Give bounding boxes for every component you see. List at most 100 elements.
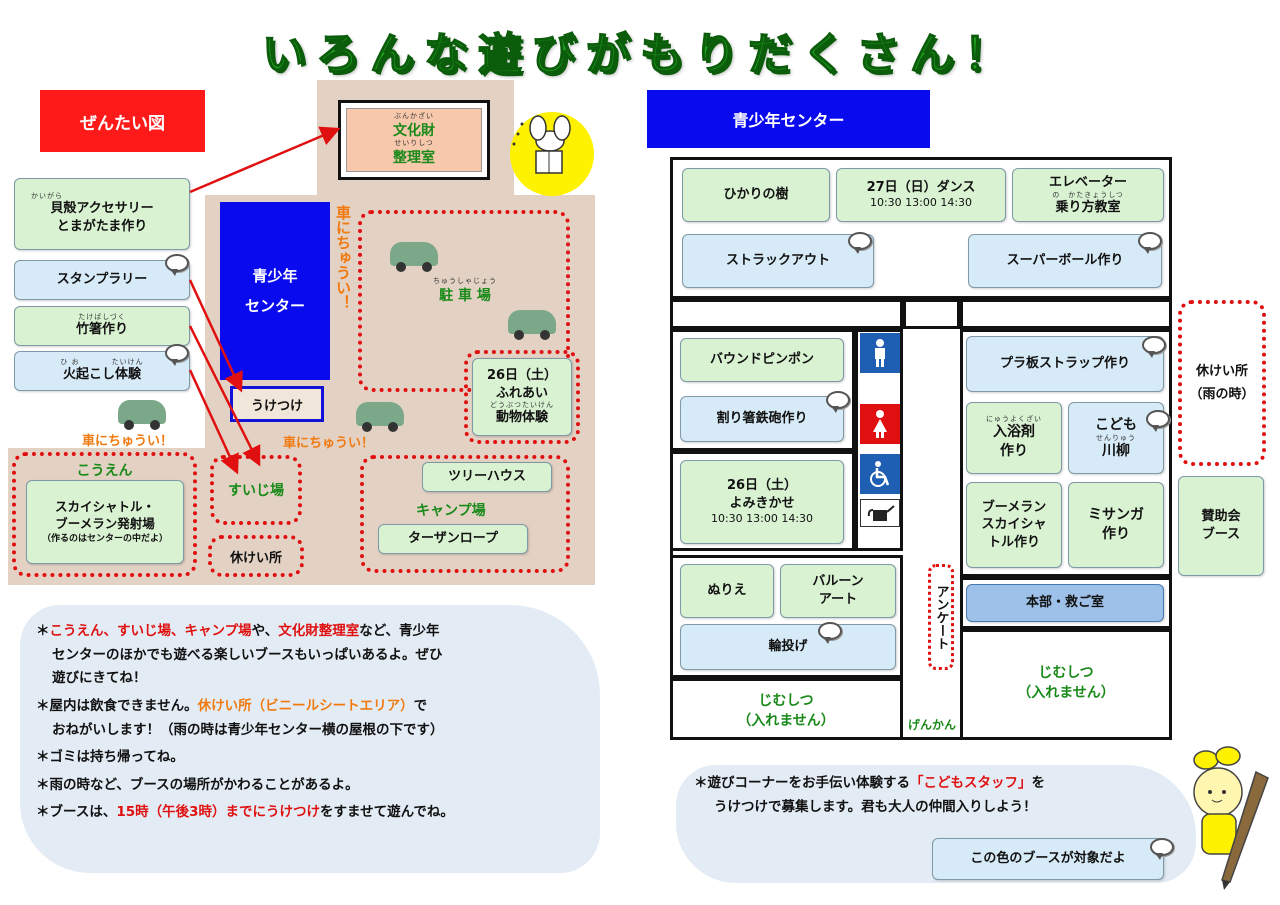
overall-map-header: ぜんたい図 <box>40 90 205 152</box>
note-highlight: こうえん、すいじ場、キャンプ場 <box>49 623 252 639</box>
rain-rest-area[interactable]: 休けい所 （雨の時） <box>1178 300 1266 466</box>
reception-label: うけつけ <box>250 398 303 414</box>
park-area <box>12 452 197 577</box>
balloon-art-line2: アート <box>818 592 858 607</box>
office-left-label: じむしつ <box>758 693 814 709</box>
car-warning-left: 車にちゅうい！ <box>82 434 174 449</box>
takebashi-booth[interactable]: たけばしづく 竹箸作り <box>14 306 190 346</box>
sanjokai-booth[interactable]: 賛助会 ブース <box>1178 476 1264 576</box>
notes-text: ＊こうえん、すいじ場、キャンプ場や、文化財整理室など、青少年 センターのほかでも… <box>36 620 596 825</box>
entrance-label: げんかん <box>908 718 957 732</box>
youth-center-line2: センター <box>244 297 305 315</box>
enquete-area[interactable]: アンケート <box>928 564 954 670</box>
boomerang-booth[interactable]: ブーメラン スカイシャ トル作り <box>966 482 1062 568</box>
honbu-label: 本部・救ご室 <box>1025 595 1104 611</box>
yomikikase-booth[interactable]: 26日（土） よみきかせ 10:30 13:00 14:30 <box>680 460 844 544</box>
speech-bubble-icon <box>165 254 189 276</box>
corridor-left <box>670 299 903 329</box>
bunkazai-label: 文化財 <box>393 123 435 139</box>
sky-shuttle-booth[interactable]: スカイシャトル・ ブーメラン発射場 （作るのはセンターの中だよ） <box>26 480 184 564</box>
yomikikase-line1: 26日（土） <box>726 478 798 494</box>
hiokoshi-booth[interactable]: ひ お たいけん 火起こし体験 <box>14 351 190 391</box>
nurie-booth[interactable]: ぬりえ <box>680 564 774 618</box>
misanga-line1: ミサンガ <box>1088 507 1144 524</box>
kodomo-senryu-line1: こども <box>1095 416 1137 433</box>
kodomo-senryu-booth[interactable]: こども せんりゅう 川柳 <box>1068 402 1164 474</box>
tarzan-booth[interactable]: ターザンロープ <box>378 524 528 554</box>
note-text: 遊びにきてね！ <box>52 670 147 687</box>
note-text: で <box>413 697 428 714</box>
nyuyoku-ruby: にゅうよくざい <box>986 414 1042 423</box>
fureai-line3: 動物体験 <box>495 410 548 426</box>
youth-center-line1: 青少年 <box>252 267 298 285</box>
stamp-rally-label: スタンプラリー <box>56 272 148 288</box>
fureai-booth[interactable]: 26日（土） ふれあい どうぶつたいけん 動物体験 <box>472 358 572 436</box>
superball-label: スーパーボール作り <box>1006 253 1124 269</box>
pla-strap-label: プラ板ストラップ作り <box>999 356 1130 372</box>
parking-label: 駐 車 場 <box>439 288 491 304</box>
balloon-art-booth[interactable]: バルーン アート <box>780 564 896 618</box>
fureai-line1: 26日（土） <box>486 368 558 384</box>
speech-bubble-icon <box>826 391 850 413</box>
speech-bubble-icon <box>1142 336 1166 358</box>
room-office-left <box>670 678 903 740</box>
strike-out-booth[interactable]: ストラックアウト <box>682 234 874 288</box>
stamp-rally-booth[interactable]: スタンプラリー <box>14 260 190 300</box>
speech-bubble-icon <box>818 622 842 644</box>
staff-text-b: を <box>1031 775 1046 791</box>
elevator-ruby: の かたきょうしつ <box>1052 190 1124 199</box>
boomerang-line2: スカイシャ <box>981 517 1047 533</box>
hikari-label: ひかりの樹 <box>723 187 789 203</box>
elevator-booth[interactable]: エレベーター の かたきょうしつ 乗り方教室 <box>1012 168 1164 222</box>
bunkazai-room[interactable]: ぶんかざい 文化財 せいりしつ 整理室 <box>338 100 490 180</box>
speech-bubble-icon <box>165 344 189 366</box>
waribashi-booth[interactable]: 割り箸鉄砲作り <box>680 396 844 442</box>
staff-text-line2: うけつけで募集します。君も大人の仲間入りしよう！ <box>714 798 1037 815</box>
car-icon <box>390 242 438 272</box>
speech-bubble-icon <box>1150 838 1174 860</box>
speech-bubble-icon <box>1138 232 1162 254</box>
pla-strap-booth[interactable]: プラ板ストラップ作り <box>966 336 1164 392</box>
camp-label: キャンプ場 <box>416 503 486 519</box>
reception-desk[interactable]: うけつけ <box>230 386 324 422</box>
note-text: など、青少年 <box>359 623 440 639</box>
bound-pingpong-label: バウンドピンポン <box>709 352 814 368</box>
rain-rest-line1: 休けい所 <box>1195 363 1248 379</box>
car-icon <box>356 402 404 432</box>
elevator-line1: エレベーター <box>1048 174 1127 190</box>
dance-booth[interactable]: 27日（日）ダンス 10:30 13:00 14:30 <box>836 168 1006 222</box>
nyuyoku-line2: 作り <box>1000 442 1028 459</box>
treehouse-booth[interactable]: ツリーハウス <box>422 462 552 492</box>
hiokoshi-label: 火起こし体験 <box>62 366 141 382</box>
kaigara-booth[interactable]: かいがら 貝殻アクセサリー とまがたま作り <box>14 178 190 250</box>
superball-booth[interactable]: スーパーボール作り <box>968 234 1162 288</box>
tarzan-label: ターザンロープ <box>408 531 498 547</box>
page-title: いろんな遊びがもりだくさん！ <box>261 28 1018 81</box>
suijo-label: すいじ場 <box>228 483 284 499</box>
sky-shuttle-line1: スカイシャトル・ <box>54 499 155 515</box>
note-text: ＊ブースは、 <box>36 804 117 821</box>
note-highlight: 休けい所（ビニールシートエリア） <box>197 697 414 714</box>
seirishitsu-label: 整理室 <box>393 150 435 166</box>
staff-highlight: 「こどもスタッフ」 <box>910 775 1032 791</box>
direction-arrows <box>188 126 341 475</box>
misanga-booth[interactable]: ミサンガ 作り <box>1068 482 1164 568</box>
car-warning-vertical: 車にちゅうい！ <box>334 205 352 310</box>
kaigara-ruby: かいがら <box>31 191 63 200</box>
bound-pingpong-booth[interactable]: バウンドピンポン <box>680 338 844 382</box>
youth-center-building[interactable]: 青少年 センター <box>220 202 330 380</box>
rest-area: 休けい所 <box>208 535 304 577</box>
treehouse-label: ツリーハウス <box>448 469 526 485</box>
mens-restroom-icon <box>860 333 900 373</box>
fureai-area <box>464 350 580 444</box>
notes-panel <box>20 605 600 873</box>
office-right-label-group: じむしつ （入れません） <box>962 662 1170 702</box>
sky-shuttle-note: （作るのはセンターの中だよ） <box>41 533 168 544</box>
wanage-booth[interactable]: 輪投げ <box>680 624 896 670</box>
mascot-pencil-icon <box>1182 742 1272 892</box>
nyuyoku-booth[interactable]: にゅうよくざい 入浴剤 作り <box>966 402 1062 474</box>
honbu-booth[interactable]: 本部・救ご室 <box>966 584 1164 622</box>
note-highlight: 文化財整理室 <box>278 623 360 639</box>
note-text: ＊屋内は飲食できません。 <box>36 697 198 714</box>
hikari-booth[interactable]: ひかりの樹 <box>682 168 830 222</box>
